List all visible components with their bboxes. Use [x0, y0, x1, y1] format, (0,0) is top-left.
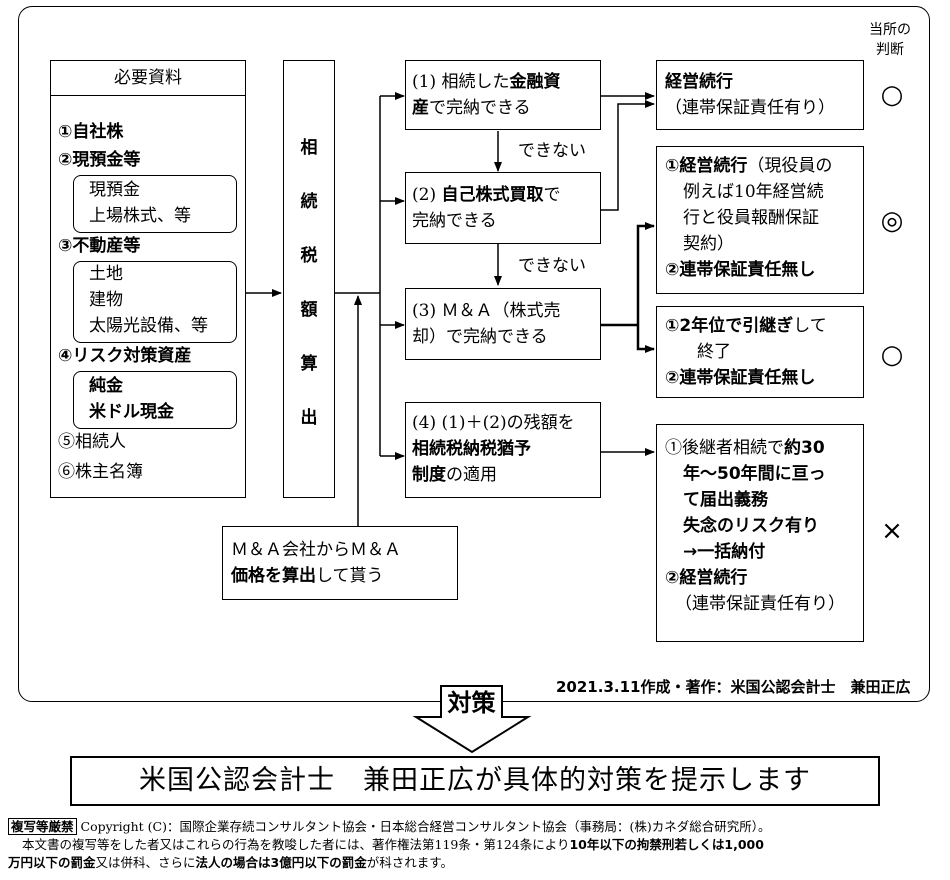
opt2-line2: 完納できる — [412, 211, 497, 231]
r4-line1-bold: 約30 — [784, 438, 825, 458]
r4-line5: →一括納付 — [683, 542, 766, 562]
opt1-prefix: (1) 相続した — [412, 72, 510, 92]
material-solar: 太陽光設備、等 — [89, 316, 208, 336]
materials-box: 必要資料 ①自社株 ②現預金等 現預金 上場株式、等 ③不動産等 土地 建物 太… — [50, 60, 246, 498]
r4-line1-prefix: ①後継者相続で — [665, 438, 784, 458]
copyright-notice: 複写等厳禁 Copyright (C)：国際企業存続コンサルタント協会・日本総合… — [8, 818, 944, 872]
cannot-label-2: できない — [518, 256, 586, 276]
opt2-prefix: (2) — [412, 185, 442, 205]
opt4-line1: (4) (1)＋(2)の残額を — [412, 413, 575, 433]
author-note: 2021.3.11作成・著作：米国公認会計士 兼田正広 — [556, 678, 911, 696]
cash-brace — [73, 175, 237, 233]
mark-result-4: × — [881, 516, 903, 546]
result-3-box: ①2年位で引継ぎして 終了 ②連帯保証責任無し — [656, 306, 864, 398]
copyright-line3b: 又は併科、さらに — [95, 855, 196, 870]
arrow-opt3-to-r2 — [636, 222, 655, 325]
judgement-header: 当所の 判断 — [858, 20, 922, 60]
mark-result-2: ◎ — [880, 206, 904, 236]
material-deposits: 現預金 — [89, 180, 140, 200]
arrow-opt2-to-r1 — [601, 100, 655, 211]
opt4-line3-bold: 制度 — [412, 465, 446, 485]
material-risk-assets: ④リスク対策資産 — [58, 346, 192, 366]
material-gold: 純金 — [89, 376, 123, 396]
r4-line2: 年～50年間に亘っ — [683, 464, 826, 484]
opt3-line2: 却）で完納できる — [412, 327, 548, 347]
opt2-suffix: で — [543, 185, 561, 205]
r2-line1: （現役員の — [747, 156, 833, 176]
r2-line3: 行と役員報酬保証 — [683, 208, 819, 228]
material-shareholder-register: ⑥株主名簿 — [58, 462, 143, 482]
result-4-box: ①後継者相続で約30 年～50年間に亘っ て届出義務 失念のリスク有り →一括納… — [656, 424, 864, 642]
copyright-line3a: 万円以下の罰金 — [8, 855, 96, 870]
mark-result-3: ○ — [880, 340, 904, 370]
judgement-header-line2: 判断 — [876, 42, 904, 58]
ma-company-bold: 価格を算出 — [231, 566, 316, 586]
opt4-line2: 相続税納税猶予 — [412, 439, 531, 459]
r1-line1: 経営続行 — [665, 72, 733, 92]
option-1-box: (1) 相続した金融資 産で完納できる — [405, 60, 601, 130]
arrow-opt3-to-r3 — [636, 325, 655, 353]
option-4-box: (4) (1)＋(2)の残額を 相続税納税猶予 制度の適用 — [405, 402, 601, 498]
proposal-banner: 米国公認会計士 兼田正広が具体的対策を提示します — [70, 756, 880, 806]
material-real-estate: ③不動産等 — [58, 236, 141, 256]
material-usd-cash: 米ドル現金 — [89, 402, 174, 422]
result-2-box: ①経営続行（現役員の 例えば10年経営続 行と役員報酬保証 契約） ②連帯保証責… — [656, 146, 864, 294]
material-land: 土地 — [89, 264, 123, 284]
option-3-box: (3) Ｍ＆Ａ（株式売 却）で完納できる — [405, 288, 601, 360]
opt1-bold: 金融資 — [509, 72, 561, 92]
opt4-line3: の適用 — [446, 465, 497, 485]
ma-company-line2: して貰う — [316, 566, 384, 586]
r4-line7: （連帯保証責任有り） — [675, 594, 845, 614]
r3-line2: 終了 — [697, 342, 731, 362]
ma-company-box: Ｍ＆Ａ会社からＭ＆Ａ 価格を算出して貰う — [222, 526, 458, 600]
big-down-arrow — [412, 685, 532, 754]
tax-calc-char-1: 相 — [300, 138, 318, 158]
mark-result-1: ○ — [880, 80, 904, 110]
judgement-header-line1: 当所の — [869, 22, 911, 38]
copyright-badge: 複写等厳禁 — [8, 818, 77, 835]
copyright-line2b: 10年以下の拘禁刑若しくは1,000 — [569, 837, 764, 852]
tax-calc-char-5: 算 — [300, 354, 318, 374]
tax-calc-box: 相 続 税 額 算 出 — [283, 60, 335, 498]
copyright-line2a: 本文書の複写等をした者又はこれらの行為を教唆した者には、著作権法第119条・第1… — [22, 837, 570, 852]
r4-line4: 失念のリスク有り — [683, 516, 819, 536]
r4-line6: ②経営続行 — [665, 568, 748, 588]
r2-line5: ②連帯保証責任無し — [665, 260, 816, 280]
r2-line1-bold: ①経営続行 — [665, 156, 748, 176]
result-1-box: 経営続行 （連帯保証責任有り） — [656, 60, 864, 130]
tax-calc-char-3: 税 — [300, 246, 318, 266]
tax-calc-char-4: 額 — [300, 300, 318, 320]
material-cash-etc: ②現預金等 — [58, 150, 141, 170]
copyright-line3c: 法人の場合は3億円以下の罰金 — [195, 855, 367, 870]
material-own-shares: ①自社株 — [58, 122, 124, 142]
tax-calc-char-2: 続 — [300, 192, 318, 212]
copyright-line1: Copyright (C)：国際企業存続コンサルタント協会・日本総合経営コンサル… — [80, 819, 771, 834]
material-building: 建物 — [89, 290, 123, 310]
r3-line1: して — [793, 316, 827, 336]
option-2-box: (2) 自己株式買取で 完納できる — [405, 172, 601, 244]
r3-line1-bold: ①2年位で引継ぎ — [665, 316, 794, 336]
opt3-line1: (3) Ｍ＆Ａ（株式売 — [412, 301, 561, 321]
material-heirs: ⑤相続人 — [58, 432, 126, 452]
arrow-label: 対策 — [447, 689, 496, 717]
real-estate-brace — [73, 261, 237, 343]
ma-company-line1: Ｍ＆Ａ会社からＭ＆Ａ — [231, 540, 401, 560]
r3-line3: ②連帯保証責任無し — [665, 368, 816, 388]
r1-line2: （連帯保証責任有り） — [665, 98, 835, 118]
r2-line2: 例えば10年経営続 — [683, 182, 824, 202]
risk-brace — [73, 371, 237, 429]
tax-calc-char-6: 出 — [300, 408, 318, 428]
opt1-line2-bold: 産 — [412, 98, 429, 118]
copyright-line3d: が科されます。 — [366, 855, 453, 870]
opt2-bold: 自己株式買取 — [441, 185, 544, 205]
material-listed-shares: 上場株式、等 — [89, 206, 191, 226]
opt1-line2: で完納できる — [429, 98, 531, 118]
r2-line4: 契約） — [683, 234, 734, 254]
materials-title: 必要資料 — [51, 61, 245, 96]
r4-line3: て届出義務 — [683, 490, 768, 510]
cannot-label-1: できない — [518, 141, 586, 161]
